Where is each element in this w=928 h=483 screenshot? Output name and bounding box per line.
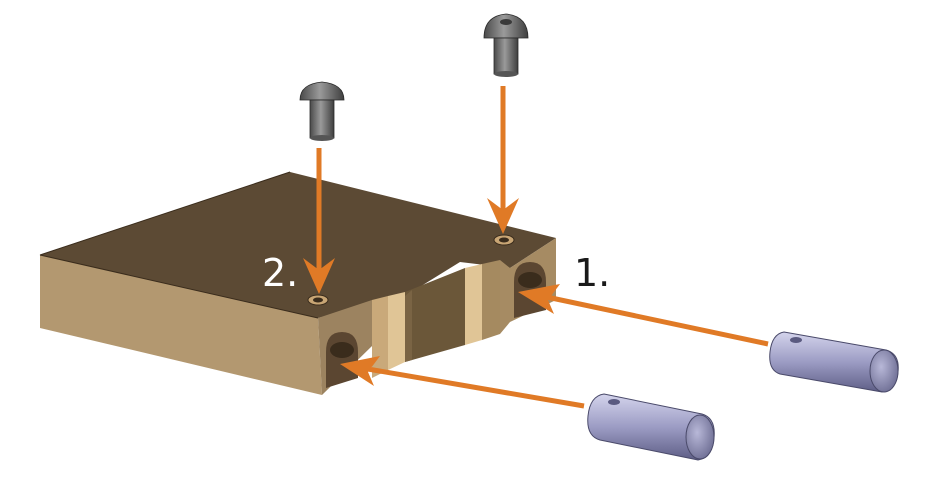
- step-2-label: 2.: [262, 251, 299, 295]
- block-slot-left-wall: [372, 296, 388, 378]
- block-front-face: [40, 255, 322, 395]
- dowel-pin-icon: [769, 331, 899, 393]
- arrow-screw-right: [487, 86, 519, 234]
- arrow-pin-right: [518, 284, 769, 347]
- dowel-pin-icon: [587, 393, 715, 461]
- base-block: [39, 171, 556, 395]
- pin-hole-left: [326, 332, 358, 388]
- screw-icon: [299, 81, 345, 141]
- block-top-face: [40, 172, 556, 318]
- block-slot-right-wall: [465, 264, 482, 345]
- arrow-screw-left: [303, 148, 335, 294]
- block-slot-back: [405, 268, 465, 362]
- arrow-pin-left: [340, 356, 585, 409]
- step-1-label: 1.: [574, 251, 611, 295]
- screw-icon: [483, 13, 529, 77]
